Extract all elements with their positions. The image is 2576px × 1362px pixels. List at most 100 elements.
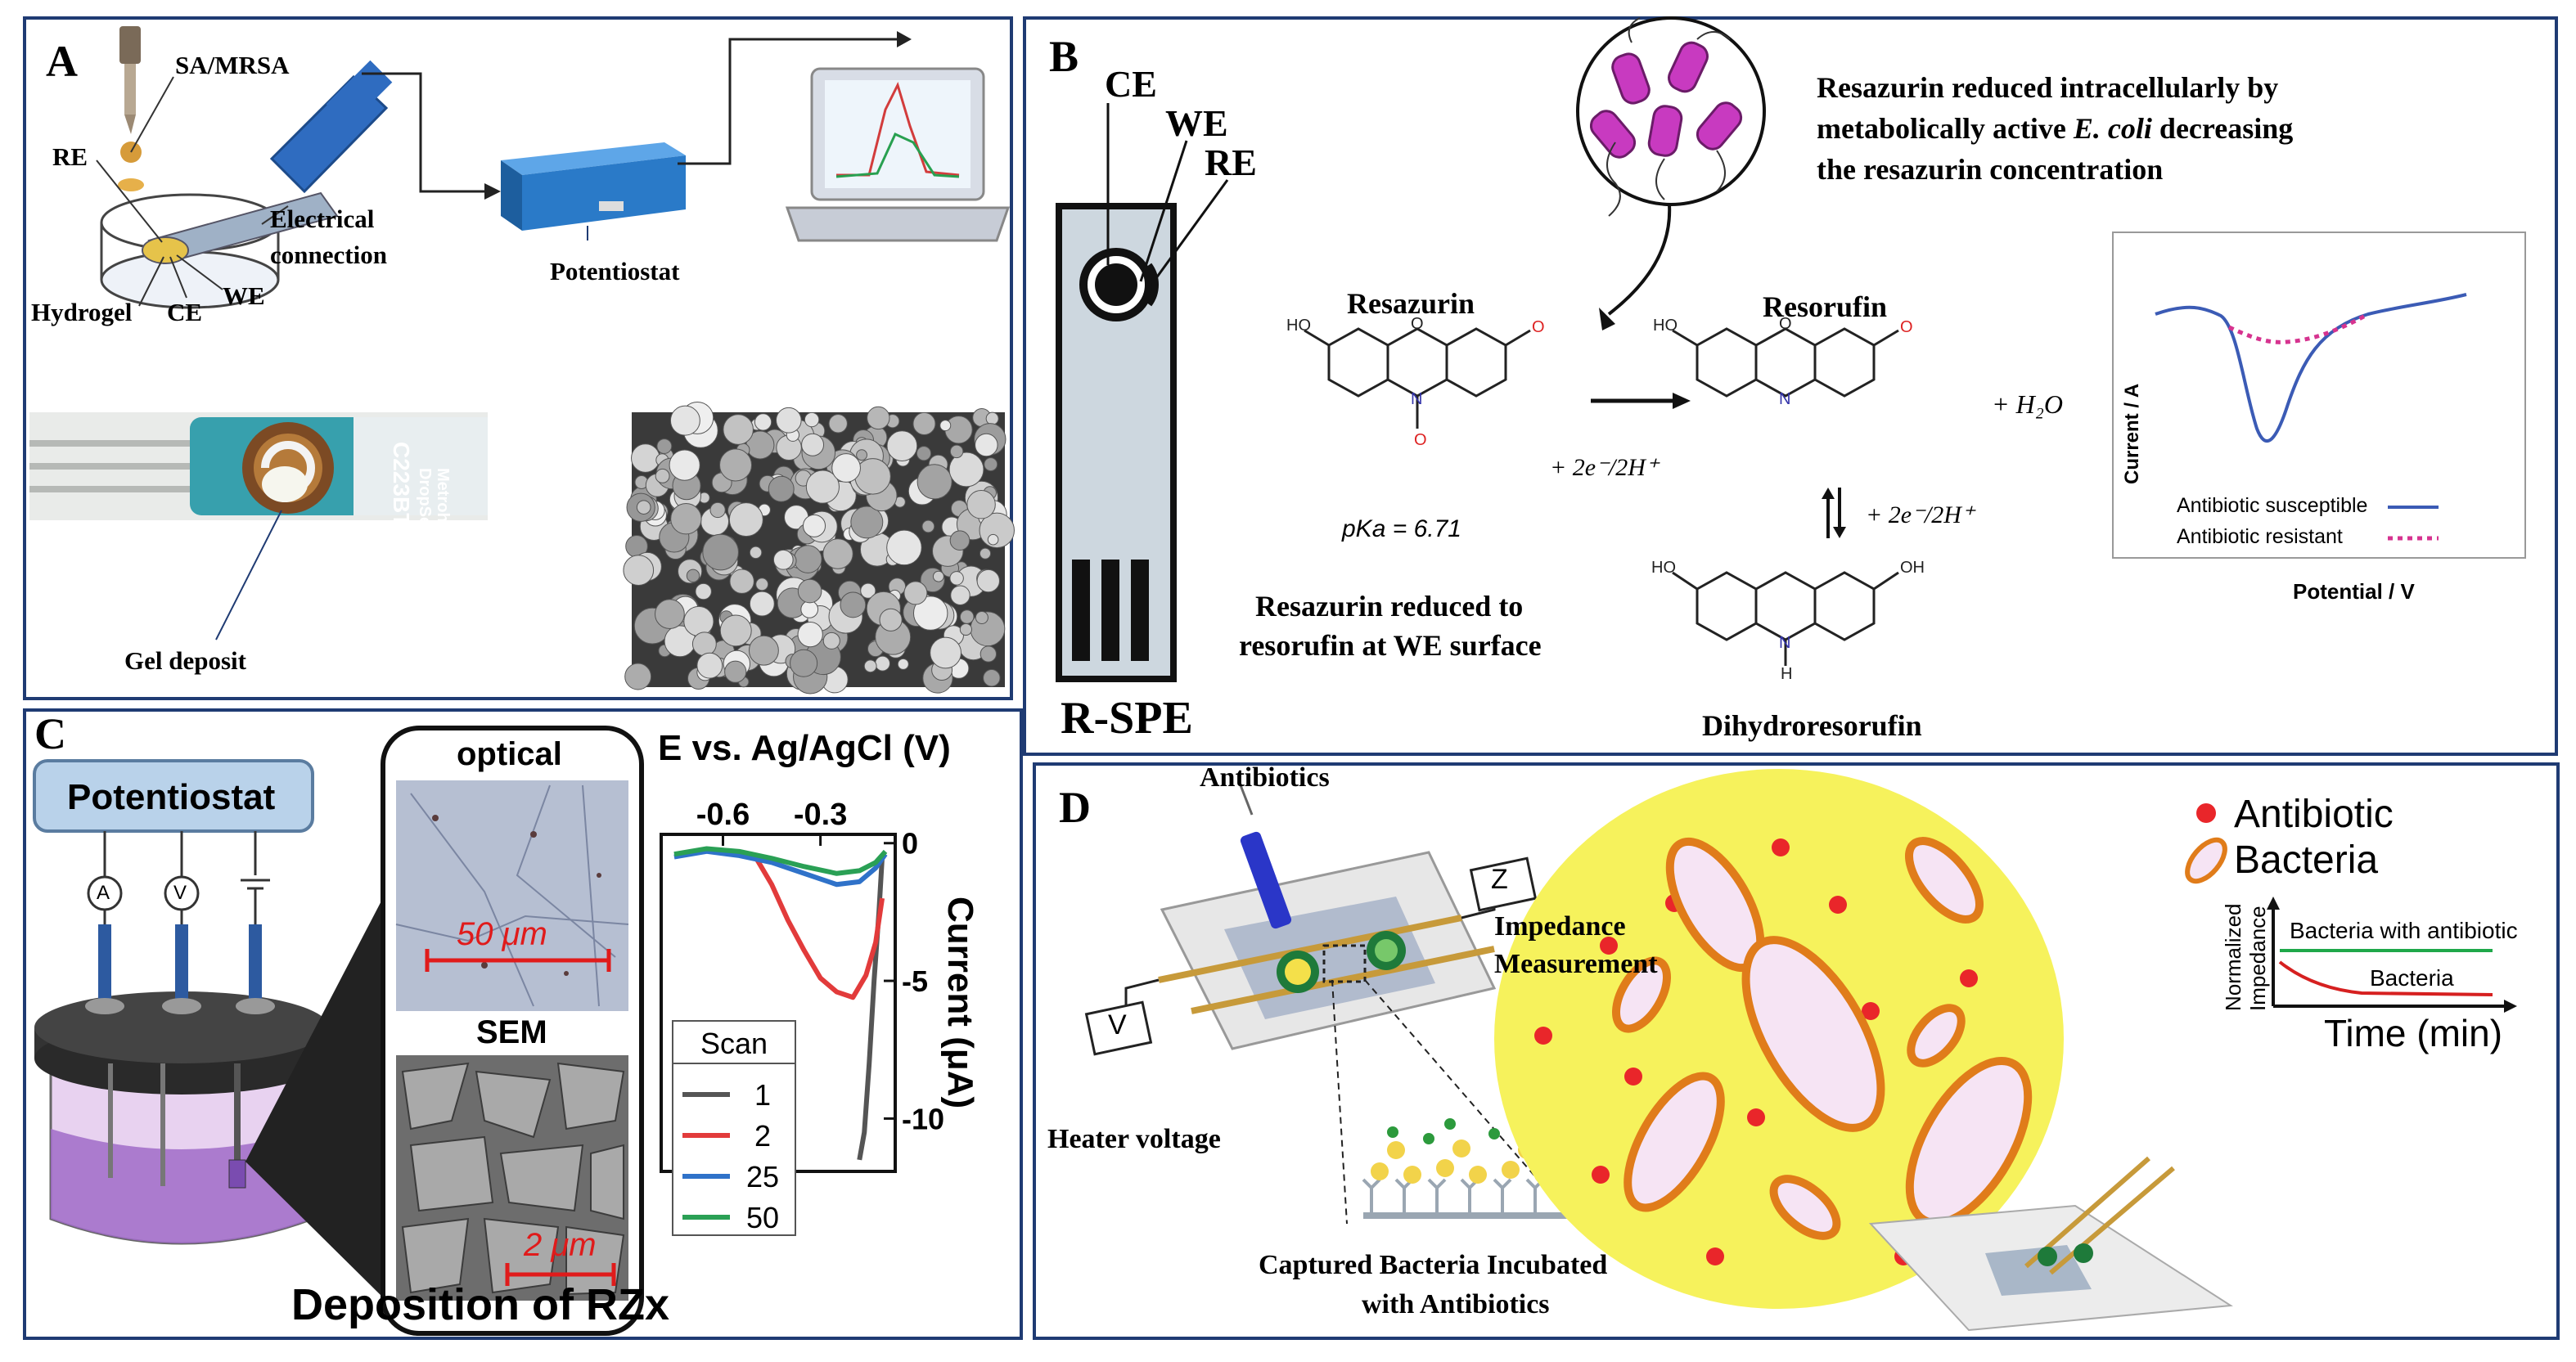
d-chart-ylabel-1: Normalized bbox=[2221, 903, 2245, 1012]
surface-line-2: resorufin at WE surface bbox=[1239, 629, 1542, 662]
b-chart-xlabel: Potential / V bbox=[2293, 579, 2415, 604]
intro-line-2a: metabolically active bbox=[1817, 112, 2074, 145]
svg-text:H: H bbox=[1781, 665, 1792, 683]
electron-label-1: + 2e⁻/2H⁺ bbox=[1550, 454, 1659, 481]
meter-a-label: A bbox=[97, 882, 110, 904]
captured-line-2: with Antibiotics bbox=[1362, 1289, 1550, 1319]
connection-label: connection bbox=[270, 240, 387, 269]
panel-a-letter: A bbox=[46, 37, 78, 86]
svg-text:O: O bbox=[1411, 315, 1424, 333]
x-tick-label: -0.3 bbox=[794, 798, 847, 832]
sem-micrograph bbox=[623, 401, 1015, 694]
panel-d-letter: D bbox=[1059, 783, 1091, 832]
legend-title: Scan bbox=[700, 1027, 768, 1060]
y-tick-label: -5 bbox=[902, 964, 928, 998]
legend-bacteria: Bacteria bbox=[2234, 838, 2379, 882]
svg-text:OH: OH bbox=[1900, 559, 1925, 577]
intro-line-1: Resazurin reduced intracellularly by bbox=[1817, 71, 2279, 104]
optical-scale-label: 50 μm bbox=[457, 916, 547, 952]
electrical-label: Electrical bbox=[270, 205, 375, 233]
electron-label-2: + 2e⁻/2H⁺ bbox=[1866, 501, 1975, 528]
svg-text:O: O bbox=[1779, 315, 1792, 333]
ce-label: CE bbox=[167, 298, 203, 326]
panel-b-letter: B bbox=[1049, 32, 1079, 81]
series-with-label: Bacteria with antibiotic bbox=[2290, 918, 2518, 943]
series-line-2 bbox=[753, 856, 885, 1000]
svg-text:N: N bbox=[1411, 390, 1422, 408]
y-tick-label: -10 bbox=[902, 1102, 944, 1135]
electrode-code-label: C223BT bbox=[389, 442, 414, 528]
panel-c: C bbox=[23, 708, 1023, 1340]
rspe-we-label: WE bbox=[1165, 102, 1228, 144]
impedance-sensor-illustration bbox=[1084, 769, 2517, 1332]
intro-line-2: metabolically active E. coli decreasing bbox=[1817, 111, 2293, 146]
pka-label: pKa = 6.71 bbox=[1342, 515, 1461, 542]
captured-line-1: Captured Bacteria Incubated bbox=[1259, 1250, 1608, 1280]
panel-c-letter: C bbox=[34, 709, 66, 758]
d-chart-xlabel: Time (min) bbox=[2324, 1012, 2503, 1054]
svg-text:O: O bbox=[1900, 318, 1913, 336]
panel-b: B bbox=[1023, 16, 2558, 756]
svg-text:HO: HO bbox=[1286, 317, 1311, 335]
c-potentiostat-label: Potentiostat bbox=[67, 777, 276, 817]
legend-entry: 2 bbox=[754, 1119, 771, 1153]
resorufin-label: Resorufin bbox=[1763, 290, 1887, 323]
series-line-1 bbox=[857, 856, 885, 1161]
rspe-re-label: RE bbox=[1205, 142, 1257, 183]
meter-v-label: V bbox=[173, 882, 187, 904]
series-line-50 bbox=[673, 846, 888, 876]
electrode-brand-label-2: DropSens bbox=[416, 468, 434, 546]
resazurin-label: Resazurin bbox=[1347, 287, 1475, 320]
v-symbol: V bbox=[1108, 1009, 1127, 1041]
legend-antibiotic: Antibiotic bbox=[2234, 793, 2394, 836]
legend-entry: 1 bbox=[754, 1078, 771, 1112]
rspe-ce-label: CE bbox=[1105, 63, 1157, 105]
panel-d: D bbox=[1033, 762, 2560, 1340]
svg-text:O: O bbox=[1532, 318, 1545, 336]
impedance-line-1: Impedance bbox=[1494, 911, 1626, 942]
x-tick-label: -0.6 bbox=[696, 798, 750, 832]
re-label: RE bbox=[52, 142, 88, 171]
deposition-caption: Deposition of RZx bbox=[291, 1280, 669, 1329]
svg-text:O: O bbox=[1414, 431, 1427, 449]
c-chart-title: E vs. Ag/AgCl (V) bbox=[658, 728, 951, 768]
heater-voltage-label: Heater voltage bbox=[1047, 1124, 1221, 1154]
svg-text:N: N bbox=[1779, 390, 1790, 408]
voltammetry-chart: -0.6 -0.3 0 -5 -10 Scan 1 2 25 50 bbox=[672, 798, 944, 1236]
intro-ecoli: E. coli bbox=[2073, 112, 2152, 145]
svg-text:HO: HO bbox=[1651, 559, 1676, 577]
panel-a: A bbox=[23, 16, 1015, 700]
y-tick-label: 0 bbox=[902, 827, 918, 861]
series-line-25 bbox=[673, 848, 888, 888]
z-symbol: Z bbox=[1491, 864, 1508, 895]
intro-line-3: the resazurin concentration bbox=[1817, 153, 2164, 186]
legend-entry: 50 bbox=[746, 1201, 779, 1234]
legend-susceptible: Antibiotic susceptible bbox=[2177, 494, 2368, 517]
electrode-brand-label: Metrohm bbox=[434, 468, 452, 537]
svg-text:N: N bbox=[1779, 634, 1790, 652]
potentiostat-label: Potentiostat bbox=[550, 257, 680, 285]
intro-line-2c: decreasing bbox=[2151, 112, 2294, 145]
water-label: + H₂O bbox=[1992, 389, 2063, 419]
dihydroresorufin-label: Dihydroresorufin bbox=[1702, 709, 1922, 742]
svg-text:HO: HO bbox=[1653, 317, 1678, 335]
sem-label: SEM bbox=[476, 1014, 547, 1050]
hydrogel-label: Hydrogel bbox=[31, 298, 133, 326]
antibiotics-label: Antibiotics bbox=[1200, 762, 1330, 793]
series-bacteria-label: Bacteria bbox=[2370, 965, 2454, 991]
optical-label: optical bbox=[457, 736, 562, 772]
deposition-setup-illustration bbox=[33, 726, 897, 1336]
sa-mrsa-label: SA/MRSA bbox=[175, 51, 290, 79]
surface-line-1: Resazurin reduced to bbox=[1255, 590, 1524, 623]
legend-box bbox=[672, 1020, 796, 1236]
gel-deposit-label: Gel deposit bbox=[124, 646, 246, 675]
legend-entry: 25 bbox=[746, 1160, 779, 1193]
d-chart-ylabel-2: Impedance bbox=[2245, 906, 2270, 1011]
b-chart-ylabel: Current / A bbox=[2121, 383, 2143, 484]
sem-scale-label: 2 μm bbox=[524, 1227, 597, 1263]
legend-resistant: Antibiotic resistant bbox=[2177, 525, 2343, 548]
we-label: WE bbox=[223, 281, 265, 310]
rspe-label: R-SPE bbox=[1061, 693, 1193, 744]
impedance-line-2: Measurement bbox=[1494, 949, 1658, 979]
